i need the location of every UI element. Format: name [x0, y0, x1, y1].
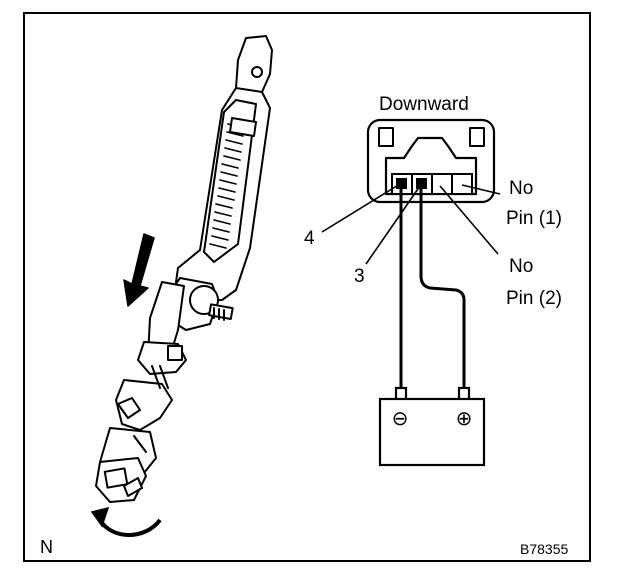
battery-negative-symbol: ⊖ [392, 406, 409, 430]
leader-no-pin-1 [461, 184, 501, 195]
battery-positive-symbol: ⊕ [456, 406, 473, 430]
down-arrow-icon [123, 233, 155, 307]
corner-mark: N [40, 537, 53, 557]
rotation-arrow-icon [98, 518, 162, 537]
motor-shaft [208, 303, 234, 320]
lock-tab-left [378, 127, 394, 147]
upper-bracket [235, 35, 273, 97]
connector-orientation-label: Downward [379, 94, 469, 115]
pin-4-label: 4 [304, 228, 315, 249]
wire-clip [117, 397, 141, 419]
leader-pin-4 [321, 183, 401, 233]
bracket-hole [251, 66, 263, 78]
pin-3-terminal [416, 178, 427, 189]
no-pin-1-cavity [431, 173, 453, 195]
figure-frame [23, 12, 591, 562]
actuator-assembly-illustration [95, 35, 273, 503]
figure-code: B78355 [520, 541, 569, 557]
wire-positive [419, 187, 466, 394]
connector-pin-row [391, 173, 473, 195]
slider-block [229, 117, 257, 137]
battery-body [378, 397, 486, 467]
pin-4-terminal [396, 178, 407, 189]
pin-3-label: 3 [354, 266, 365, 287]
no-pin-1-label-line1: No [509, 178, 534, 199]
lock-tab-right [469, 127, 485, 147]
leader-lines [321, 183, 501, 265]
no-pin-2-cavity [451, 173, 473, 195]
leader-no-pin-2 [439, 185, 499, 255]
no-pin-2-label-line2: Pin (2) [506, 288, 562, 309]
no-pin-1-label-line2: Pin (1) [506, 208, 562, 229]
no-pin-2-label-line1: No [509, 256, 534, 277]
test-wires [399, 187, 466, 394]
rotation-arrowhead-icon [90, 506, 110, 528]
battery [378, 386, 486, 467]
leader-pin-3 [365, 185, 421, 265]
